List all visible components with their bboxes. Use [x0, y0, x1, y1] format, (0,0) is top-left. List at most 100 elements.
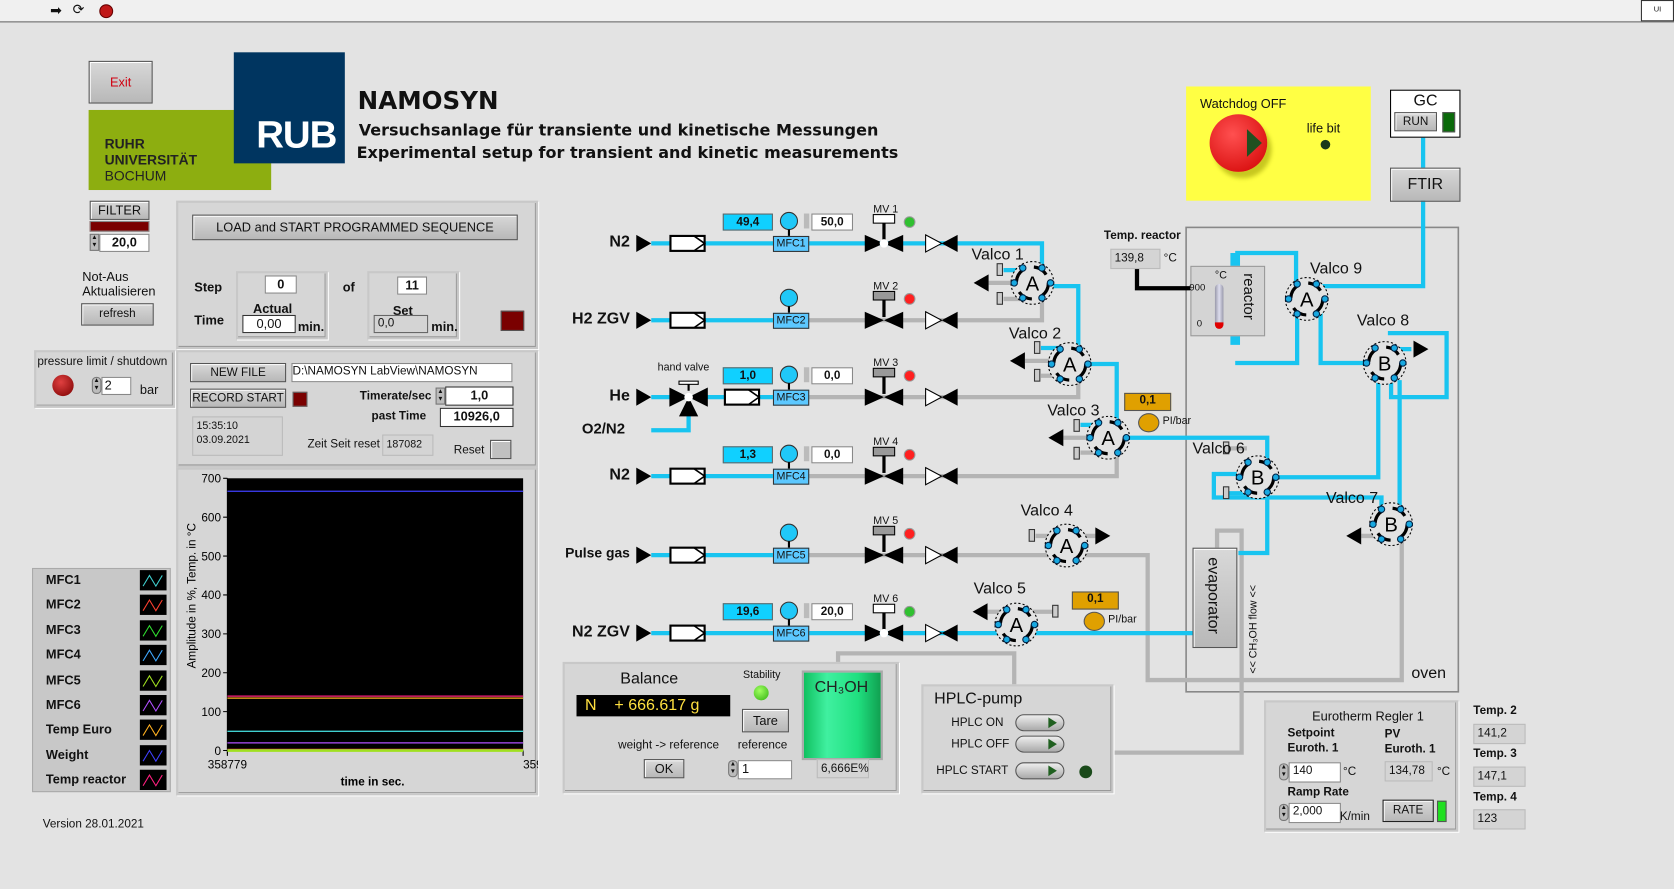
mfc-box[interactable]: MFC1 — [772, 235, 810, 252]
mfc-setpoint-input[interactable]: 0,0 — [811, 446, 854, 464]
valco-letter: A — [1300, 289, 1314, 311]
legend-label: MFC4 — [45, 647, 81, 663]
mfc-setpoint-spinner[interactable] — [803, 367, 810, 383]
valco-label: Valco 1 — [971, 245, 1024, 264]
legend-label: Temp reactor — [45, 772, 127, 788]
legend-item[interactable]: Weight — [33, 744, 170, 769]
outlet-arrow-icon — [1346, 527, 1362, 545]
hplc-start-button[interactable] — [1015, 762, 1065, 780]
check-valve-icon — [941, 311, 958, 329]
gc-run-button[interactable]: RUN — [1394, 112, 1437, 132]
x-tick-label: 358779 — [208, 759, 247, 772]
evaporator-box: evaporator — [1192, 547, 1238, 649]
y-tick-label: 300 — [201, 628, 221, 641]
mfc-setpoint-spinner[interactable] — [803, 446, 810, 462]
ok-button[interactable]: OK — [643, 759, 685, 779]
timerate-input[interactable]: 1,0 — [445, 386, 514, 406]
sequence-status-led[interactable] — [500, 310, 525, 331]
y-tick-label: 400 — [201, 589, 221, 602]
mfc-setpoint-spinner[interactable] — [803, 603, 810, 619]
temp-3-display: 147,1 — [1473, 766, 1526, 787]
file-path-input[interactable]: D:\NAMOSYN LabView\NAMOSYN — [291, 362, 513, 383]
run-arrow-icon[interactable]: ➡ — [50, 2, 62, 19]
legend-item[interactable]: MFC1 — [33, 569, 170, 594]
mfc-box[interactable]: MFC2 — [772, 312, 810, 329]
mfc-actual-flow: 49,4 — [722, 213, 773, 231]
filter-value-input[interactable]: 20,0 — [99, 233, 150, 252]
y-tick-label: 0 — [214, 745, 221, 758]
filter-slider[interactable] — [89, 220, 150, 232]
filter-spinner[interactable]: ▲▼ — [89, 233, 100, 251]
pressure-shutdown-led — [52, 374, 74, 397]
mfc-setpoint-input[interactable]: 20,0 — [811, 603, 854, 621]
rate-button[interactable]: RATE — [1382, 799, 1434, 823]
record-start-button[interactable]: RECORD START — [190, 388, 287, 408]
file-panel: NEW FILE D:\NAMOSYN LabView\NAMOSYN RECO… — [176, 350, 539, 468]
legend-swatch — [139, 769, 167, 791]
legend-item[interactable]: MFC6 — [33, 694, 170, 719]
valve-actuator-icon — [872, 525, 896, 536]
mv-label: MV 2 — [873, 280, 899, 293]
valco-valve-6: B — [1235, 455, 1280, 500]
timerate-spinner[interactable]: ▲▼ — [435, 387, 446, 405]
mfc-actual-flow: 1,0 — [722, 367, 773, 385]
pressure-display-1: 0,1 — [1124, 392, 1172, 412]
load-sequence-button[interactable]: LOAD and START PROGRAMMED SEQUENCE — [192, 214, 518, 241]
pressure-gauge-icon — [1083, 611, 1105, 631]
tare-button[interactable]: Tare — [741, 708, 789, 733]
legend-item[interactable]: MFC3 — [33, 619, 170, 644]
ramp-rate-input[interactable]: 2,000 — [1288, 802, 1341, 824]
play-icon — [1048, 738, 1057, 750]
hplc-off-button[interactable] — [1015, 735, 1065, 753]
reference-spinner[interactable]: ▲▼ — [728, 760, 738, 778]
mfc-setpoint-spinner[interactable] — [803, 213, 810, 229]
reference-input[interactable]: 1 — [737, 760, 793, 780]
tank-level-display: 6,666E% — [816, 759, 870, 779]
valco-label: Valco 5 — [973, 579, 1026, 598]
solenoid-valve-icon — [864, 388, 904, 406]
version-label: Version 28.01.2021 — [42, 817, 144, 831]
legend-swatch — [139, 570, 167, 591]
mfc-box[interactable]: MFC3 — [772, 389, 810, 406]
filter-icon — [669, 311, 706, 329]
mfc-box[interactable]: MFC6 — [772, 625, 810, 642]
filter-icon — [669, 234, 706, 252]
outlet-arrows — [972, 274, 1429, 621]
mfc-box[interactable]: MFC5 — [772, 547, 810, 564]
legend-item[interactable]: MFC4 — [33, 644, 170, 669]
mfc-box[interactable]: MFC4 — [772, 468, 810, 485]
setpoint-spinner[interactable]: ▲▼ — [1278, 763, 1289, 781]
run-continuously-icon[interactable]: ⟳ — [72, 1, 85, 18]
mfc-actual-flow: 1,3 — [722, 446, 773, 464]
hplc-on-button[interactable] — [1015, 714, 1065, 732]
legend-item[interactable]: MFC2 — [33, 594, 170, 619]
exit-button[interactable]: Exit — [88, 60, 153, 104]
new-file-button[interactable]: NEW FILE — [190, 362, 287, 383]
mv-status-led — [903, 369, 916, 382]
rub-logo: RUB — [233, 52, 345, 164]
check-valve-icon — [941, 467, 958, 485]
refresh-button[interactable]: refresh — [81, 303, 154, 326]
watchdog-button[interactable] — [1209, 114, 1268, 172]
valve-actuator-icon — [872, 214, 896, 224]
legend-swatch — [139, 620, 167, 641]
legend-item[interactable]: MFC5 — [33, 669, 170, 694]
pressure-spinner[interactable]: ▲▼ — [91, 376, 102, 394]
ramp-spinner[interactable]: ▲▼ — [1278, 803, 1289, 821]
setpoint-input[interactable]: 140 — [1288, 762, 1341, 783]
step-total: 11 — [397, 276, 428, 295]
legend-item[interactable]: Temp Euro — [33, 719, 170, 744]
legend-item[interactable]: Temp reactor — [33, 769, 170, 794]
abort-stop-icon[interactable] — [99, 4, 114, 19]
legend-swatch — [139, 719, 167, 741]
filter-button[interactable]: FILTER — [89, 200, 150, 220]
reset-button[interactable] — [490, 439, 512, 460]
app-title: NAMOSYN — [357, 87, 499, 116]
mfc-setpoint-input[interactable]: 50,0 — [811, 213, 854, 231]
mfc-setpoint-input[interactable]: 0,0 — [811, 367, 854, 385]
pressure-limit-input[interactable]: 2 — [101, 376, 132, 396]
valco-valve-3: A — [1086, 415, 1131, 460]
mv-status-led — [903, 448, 916, 461]
ftir-button[interactable]: FTIR — [1390, 167, 1461, 202]
